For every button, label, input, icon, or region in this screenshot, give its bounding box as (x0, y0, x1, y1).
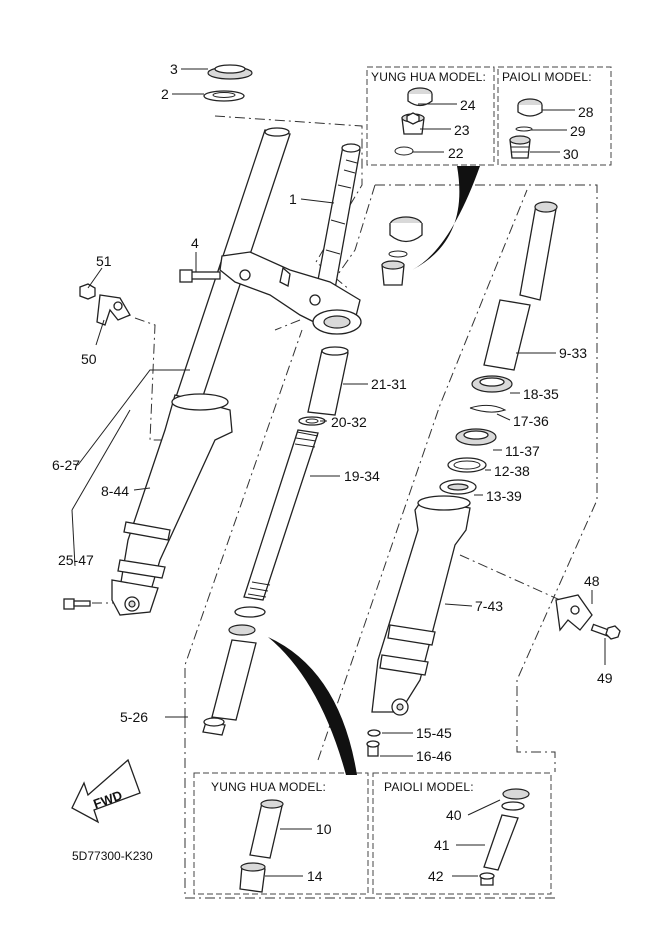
callout-41: 41 (434, 837, 450, 853)
part-14-bushing (239, 862, 266, 893)
callout-21-31: 21-31 (371, 376, 407, 392)
part-29-ring (515, 126, 533, 132)
part-30-valve (509, 135, 531, 159)
callout-17-36: 17-36 (513, 413, 549, 429)
part-48-bracket (555, 594, 593, 632)
yung-hua-top-header: YUNG HUA MODEL: (371, 70, 486, 84)
part-20-washer (298, 416, 326, 426)
zoom-wedge-top (412, 166, 480, 270)
part-51-nut (79, 283, 96, 300)
callout-1: 1 (289, 191, 297, 207)
bracket-dash-50 (134, 317, 170, 441)
leader-lines (71, 68, 606, 877)
paioli-top-box (497, 66, 612, 166)
part-13-bushing (439, 479, 477, 495)
middle-seals (202, 606, 266, 736)
part-42-bolt (479, 872, 495, 886)
callout-11-37: 11-37 (505, 443, 540, 459)
part-4-bolt (179, 269, 221, 283)
callout-13-39: 13-39 (486, 488, 522, 504)
callout-10: 10 (316, 821, 332, 837)
callout-15-45: 15-45 (416, 725, 452, 741)
paioli-top-header: PAIOLI MODEL: (502, 70, 592, 84)
part-8-left-outer-tube (111, 393, 233, 616)
callout-28: 28 (578, 104, 594, 120)
callout-labels: 3 2 1 4 51 50 6-27 8-44 25-47 24 23 22 2… (52, 61, 613, 884)
part-9-inner-tube (483, 201, 558, 371)
callout-30: 30 (563, 146, 579, 162)
callout-24: 24 (460, 97, 476, 113)
part-25-bolt (63, 598, 91, 610)
cap-assembly-center (381, 216, 423, 286)
callout-25-47: 25-47 (58, 552, 94, 568)
paioli-bottom-box (372, 772, 552, 895)
callout-20-32: 20-32 (331, 414, 367, 430)
part-28-cap (517, 98, 543, 117)
part-7-right-outer-tube (371, 495, 471, 716)
part-41-rod (483, 814, 519, 871)
part-17-clip (469, 404, 507, 413)
steering-group-outline (214, 115, 363, 331)
callout-40: 40 (446, 807, 462, 823)
part-11-seal (455, 428, 497, 446)
part-21-collar (307, 346, 349, 416)
callout-19-34: 19-34 (344, 468, 380, 484)
upper-triple-clamp (219, 251, 362, 335)
yung-hua-top-box (366, 66, 495, 166)
part-24-cap (407, 87, 433, 107)
part-18-seal (471, 375, 513, 393)
diagram-code: 5D77300-K230 (72, 849, 153, 863)
paioli-bottom-header: PAIOLI MODEL: (384, 780, 474, 794)
callout-7-43: 7-43 (475, 598, 503, 614)
callout-3: 3 (170, 61, 178, 77)
callout-4: 4 (191, 235, 199, 251)
part-50-bracket (96, 294, 131, 326)
callout-2: 2 (161, 86, 169, 102)
callout-29: 29 (570, 123, 586, 139)
part-16-bolt (366, 740, 380, 757)
part-3-cap (207, 64, 253, 80)
callout-48: 48 (584, 573, 600, 589)
left-inner-outline (184, 329, 555, 899)
part-15-washer (367, 729, 381, 737)
part-12-clip (447, 457, 487, 473)
right-fork-outline (375, 184, 598, 772)
callout-18-35: 18-35 (523, 386, 559, 402)
part-1-steering-stem (314, 143, 361, 301)
callout-49: 49 (597, 670, 613, 686)
yung-hua-bottom-box (193, 772, 369, 895)
yung-hua-bottom-header: YUNG HUA MODEL: (211, 780, 326, 794)
part-2-washer (203, 90, 245, 102)
bracket-dash-48 (459, 554, 561, 601)
callout-16-46: 16-46 (416, 748, 452, 764)
part-23-valve (401, 112, 425, 135)
callout-22: 22 (448, 145, 464, 161)
callout-14: 14 (307, 868, 323, 884)
callout-23: 23 (454, 122, 470, 138)
part-10-rod (249, 799, 284, 859)
part-22-oring (394, 146, 414, 156)
callout-9-33: 9-33 (559, 345, 587, 361)
callout-50: 50 (81, 351, 97, 367)
part-49-bolt (590, 623, 621, 640)
callout-5-26: 5-26 (120, 709, 148, 725)
callout-42: 42 (428, 868, 444, 884)
callout-6-27: 6-27 (52, 457, 80, 473)
callout-51: 51 (96, 253, 112, 269)
callout-8-44: 8-44 (101, 483, 129, 499)
zoom-wedge-bottom (268, 637, 357, 775)
part-40-seal (501, 788, 530, 811)
fwd-arrow-icon: FWD (71, 758, 141, 824)
part-19-damper (243, 429, 319, 601)
callout-12-38: 12-38 (494, 463, 530, 479)
